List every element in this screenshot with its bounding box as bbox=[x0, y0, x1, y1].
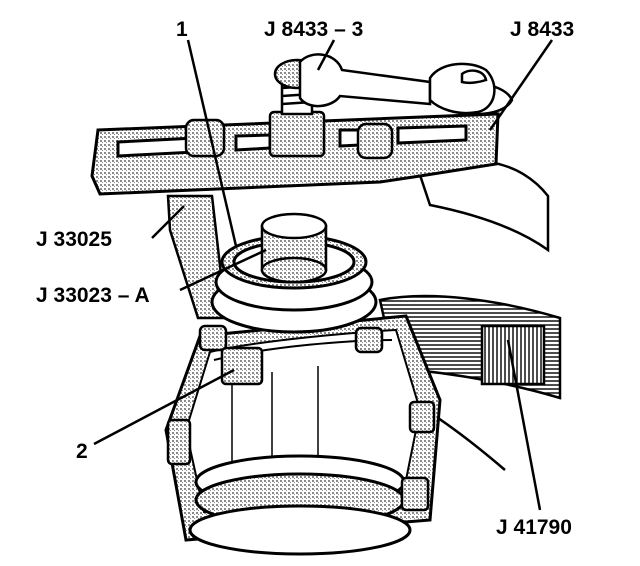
label-1: 1 bbox=[176, 18, 188, 41]
label-j8433: J 8433 bbox=[510, 18, 574, 41]
leader-j8433-3 bbox=[316, 39, 336, 71]
leader-lines bbox=[93, 39, 554, 511]
support-leg bbox=[166, 194, 228, 320]
leader-j41790 bbox=[506, 339, 542, 511]
pilot-plug bbox=[260, 212, 328, 284]
leader-2 bbox=[93, 368, 235, 446]
wrench bbox=[298, 53, 496, 115]
leader-j8433 bbox=[488, 39, 554, 131]
leader-1 bbox=[186, 39, 238, 247]
lower-rings bbox=[188, 454, 412, 556]
label-j41790: J 41790 bbox=[496, 516, 572, 539]
bar-bolts bbox=[184, 118, 394, 160]
leader-j33025 bbox=[151, 205, 185, 239]
label-j8433-3: J 8433 – 3 bbox=[264, 18, 363, 41]
housing-bolts bbox=[166, 324, 436, 512]
label-j33023a: J 33023 – A bbox=[36, 284, 150, 307]
label-j33025: J 33025 bbox=[36, 228, 112, 251]
label-2: 2 bbox=[76, 440, 88, 463]
leader-j33023a bbox=[179, 248, 267, 292]
